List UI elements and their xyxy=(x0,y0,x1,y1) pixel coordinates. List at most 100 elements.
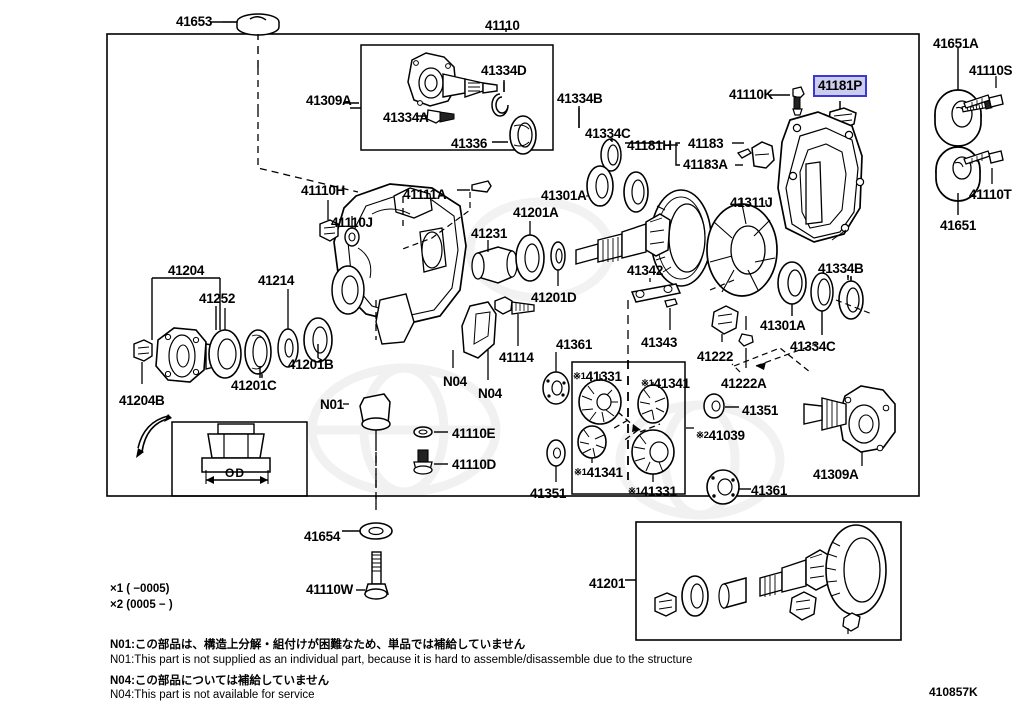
part-41222 xyxy=(711,305,739,342)
footnote-n04-jp: N04:この部品については補給していません xyxy=(110,675,330,687)
part-41361-right xyxy=(706,469,751,505)
part-label-41110k[interactable]: 41110K xyxy=(729,87,773,102)
part-41342 xyxy=(630,278,682,303)
part-label-41334c[interactable]: 41334C xyxy=(585,126,631,141)
part-label-41181h[interactable]: 41181H xyxy=(627,138,672,153)
part-label-41309a[interactable]: 41309A xyxy=(813,467,859,482)
part-label-41110s[interactable]: 41110S xyxy=(969,63,1013,78)
part-41336 xyxy=(492,115,537,155)
part-label-41111a[interactable]: 41111A xyxy=(403,187,447,202)
star-marker-2: ※2 xyxy=(696,430,709,441)
part-label-star1-41331[interactable]: ※141331 xyxy=(573,369,622,384)
part-bearing-cap xyxy=(461,301,497,359)
part-label-41114[interactable]: 41114 xyxy=(499,350,534,365)
part-label-41343[interactable]: 41343 xyxy=(641,335,678,350)
legend-star1: ×1 ( −0005) xyxy=(110,583,170,595)
part-N01-plug xyxy=(343,393,391,510)
footnote-n01-en: N01:This part is not supplied as an indi… xyxy=(110,654,693,666)
part-label-41201c[interactable]: 41201C xyxy=(231,378,277,393)
footnote-n01-jp: N01:この部品は、構造上分解・組付けが困難なため、単品では補給していません xyxy=(110,639,526,651)
part-41331-gears xyxy=(578,374,622,425)
part-label-41311j[interactable]: 41311J xyxy=(730,195,773,210)
part-label-41653[interactable]: 41653 xyxy=(176,14,213,29)
part-label-41231[interactable]: 41231 xyxy=(471,226,508,241)
part-41201-assembly xyxy=(654,524,887,634)
part-label-41222[interactable]: 41222 xyxy=(697,349,734,364)
part-label-41301a[interactable]: 41301A xyxy=(541,188,587,203)
part-od-nut xyxy=(201,423,271,484)
part-label-41654[interactable]: 41654 xyxy=(304,529,341,544)
part-label-41351[interactable]: 41351 xyxy=(742,403,779,418)
part-41334A xyxy=(416,109,455,124)
part-label-n04[interactable]: N04 xyxy=(443,374,467,389)
part-41110H xyxy=(319,200,339,242)
part-label-41309a[interactable]: 41309A xyxy=(306,93,352,108)
part-41183 xyxy=(625,141,775,169)
part-label-41334a[interactable]: 41334A xyxy=(383,110,429,125)
part-41110E xyxy=(413,426,448,438)
part-label-41110j[interactable]: 41110J xyxy=(331,215,373,230)
part-label-41201b[interactable]: 41201B xyxy=(288,357,334,372)
part-label-41110[interactable]: 41110 xyxy=(485,18,520,33)
part-label-41183[interactable]: 41183 xyxy=(688,136,724,151)
part-label-41334c[interactable]: 41334C xyxy=(790,339,836,354)
part-label-41351[interactable]: 41351 xyxy=(530,486,567,501)
part-41110T xyxy=(963,150,1004,184)
part-label-41110w[interactable]: 41110W xyxy=(306,582,353,597)
part-label-41214[interactable]: 41214 xyxy=(258,273,295,288)
part-label-star1-41331[interactable]: ※141331 xyxy=(628,484,677,499)
part-label-41334b[interactable]: 41334B xyxy=(557,91,603,106)
part-41311J xyxy=(706,198,778,297)
part-41309A-right xyxy=(803,385,896,466)
part-label-41342[interactable]: 41342 xyxy=(627,263,664,278)
part-label-star1-41341[interactable]: ※141341 xyxy=(641,376,690,391)
part-41204-flange xyxy=(155,327,219,383)
part-label-star2-41039[interactable]: ※241039 xyxy=(696,428,745,443)
highlighted-part-label[interactable]: 41181P xyxy=(813,75,867,97)
part-label-41334b[interactable]: 41334B xyxy=(818,261,864,276)
part-carrier-housing xyxy=(777,111,865,243)
part-label-41336[interactable]: 41336 xyxy=(451,136,488,151)
part-label-41201a[interactable]: 41201A xyxy=(513,205,559,220)
part-41309A-inset xyxy=(407,52,498,107)
part-label-41201[interactable]: 41201 xyxy=(589,576,626,591)
star-marker-1: ※1 xyxy=(641,378,654,389)
part-label-star1-41341[interactable]: ※141341 xyxy=(574,465,623,480)
part-label-41252[interactable]: 41252 xyxy=(199,291,236,306)
part-41301A-top xyxy=(586,165,649,213)
part-41110W xyxy=(356,551,390,600)
part-label-41110e[interactable]: 41110E xyxy=(452,426,496,441)
part-label-41651a[interactable]: 41651A xyxy=(933,36,979,51)
part-label-41222a[interactable]: 41222A xyxy=(721,376,767,391)
part-label-41361[interactable]: 41361 xyxy=(556,337,593,352)
part-pinion-shaft xyxy=(575,213,671,265)
part-label-41110t[interactable]: 41110T xyxy=(969,187,1012,202)
footnote-n04-en: N04:This part is not available for servi… xyxy=(110,689,315,701)
part-41301A-right xyxy=(777,261,807,316)
part-41110K xyxy=(770,86,805,116)
part-41653 xyxy=(222,13,280,68)
part-label-41651[interactable]: 41651 xyxy=(940,218,977,233)
part-label-41301a[interactable]: 41301A xyxy=(760,318,806,333)
part-label-n04[interactable]: N04 xyxy=(478,386,502,401)
part-label-41334d[interactable]: 41334D xyxy=(481,63,527,78)
part-41334B-right xyxy=(838,275,864,320)
part-41201B-bearing xyxy=(303,317,333,363)
part-label-41204b[interactable]: 41204B xyxy=(119,393,165,408)
part-41201A xyxy=(515,221,545,282)
part-41201D xyxy=(550,241,566,286)
part-label-41110d[interactable]: 41110D xyxy=(452,457,496,472)
part-41654 xyxy=(342,522,393,540)
part-41110J xyxy=(344,216,360,247)
part-41331-gear-br xyxy=(631,429,675,482)
part-label-41110h[interactable]: 41110H xyxy=(301,183,345,198)
part-label-41204[interactable]: 41204 xyxy=(168,263,205,278)
part-label-41183a[interactable]: 41183A xyxy=(683,157,728,172)
star-marker-1: ※1 xyxy=(573,371,586,382)
highlight-41181P[interactable]: 41181P xyxy=(813,75,867,97)
part-41111A xyxy=(399,180,492,251)
part-label-n01[interactable]: N01 xyxy=(320,397,344,412)
part-label-41201d[interactable]: 41201D xyxy=(531,290,577,305)
part-label-41361[interactable]: 41361 xyxy=(751,483,788,498)
